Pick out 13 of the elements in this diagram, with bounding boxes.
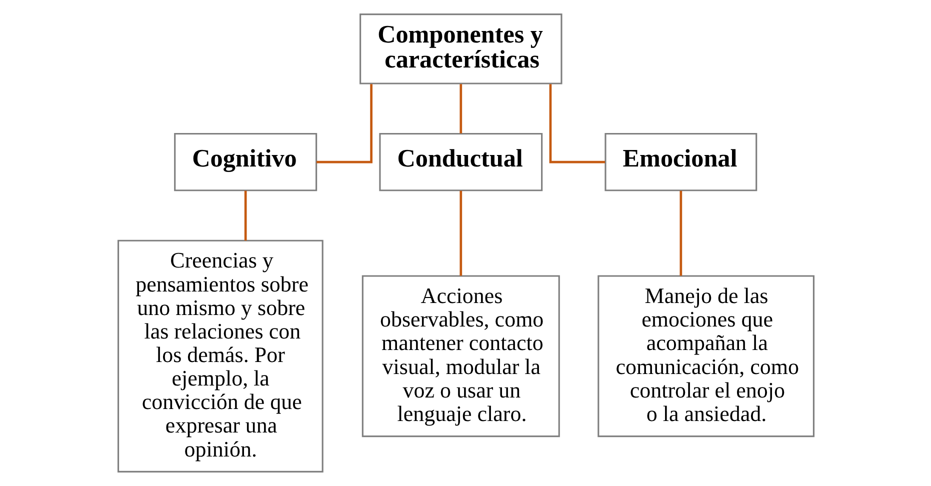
node-box: Emocional [604, 133, 757, 192]
node-box: Acciones observables, como mantener contacto visual, modular la voz o usar un lenguaje claro. [361, 275, 560, 438]
node-box: Creencias y pensamientos sobre uno mismo y sobre las relaciones con los demás. Por ejemplo, la convicción de que expresar una opinión. [117, 240, 323, 472]
connector [548, 84, 605, 164]
connector [679, 190, 682, 276]
node-box: Conductual [378, 133, 542, 192]
connector [459, 84, 462, 134]
node-box: Manejo de las emociones que acompañan la comunicación, como controlar el enojo o la ansiedad. [597, 275, 814, 438]
node-box: Cognitivo [174, 133, 317, 192]
connector [316, 84, 372, 164]
connector [459, 190, 462, 276]
connector [244, 190, 246, 241]
node-box: Componentes y características [359, 14, 562, 84]
